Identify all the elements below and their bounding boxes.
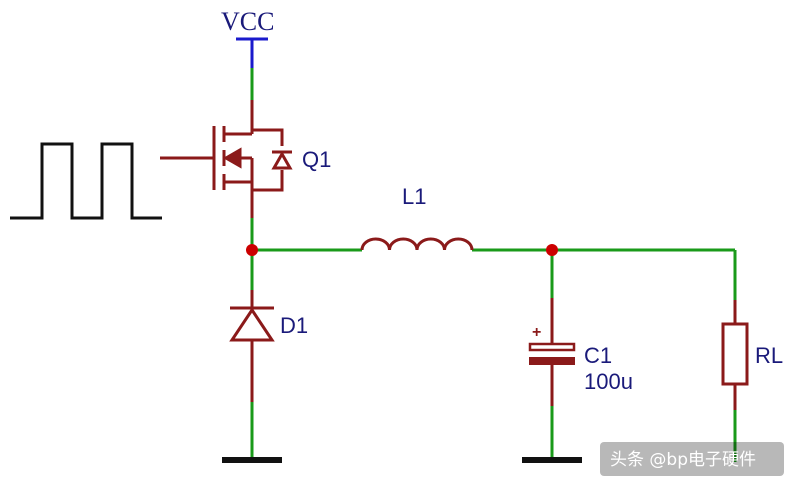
square-wave-icon	[10, 142, 162, 220]
l1-coils	[360, 237, 474, 251]
d1-label: D1	[280, 313, 308, 338]
polarized-capacitor-icon	[528, 298, 576, 406]
diode-icon	[229, 290, 275, 402]
switch-node-dot	[246, 244, 258, 256]
inductor-icon	[360, 237, 474, 251]
q1-diode-bottom	[252, 170, 284, 192]
watermark-backdrop	[600, 442, 784, 476]
vcc-symbol: VCC	[221, 7, 274, 68]
wires	[250, 68, 737, 462]
c1-negative-plate	[529, 357, 575, 365]
c1-positive-plate	[528, 342, 576, 352]
q1-body-diode-triangle	[271, 150, 293, 170]
rl-label: RL	[755, 343, 783, 368]
nmos-transistor-icon	[160, 100, 293, 218]
l1-label: L1	[402, 184, 426, 209]
q1-arrow	[222, 147, 242, 169]
q1-label: Q1	[302, 147, 331, 172]
output-node-dot	[546, 244, 558, 256]
q1-diode-top	[252, 128, 284, 146]
vcc-label: VCC	[221, 7, 274, 36]
resistor-icon	[721, 300, 749, 410]
c1-label: C1	[584, 343, 612, 368]
ground-icon	[222, 457, 282, 463]
rl-body	[721, 322, 749, 386]
ground-icon	[522, 457, 582, 463]
watermark-text: 头条 @bp电子硬件	[610, 450, 756, 470]
c1-value: 100u	[584, 369, 633, 394]
d1-triangle	[229, 307, 275, 342]
c1-plus-sign: +	[532, 324, 541, 341]
watermark: 头条 @bp电子硬件	[600, 442, 784, 476]
